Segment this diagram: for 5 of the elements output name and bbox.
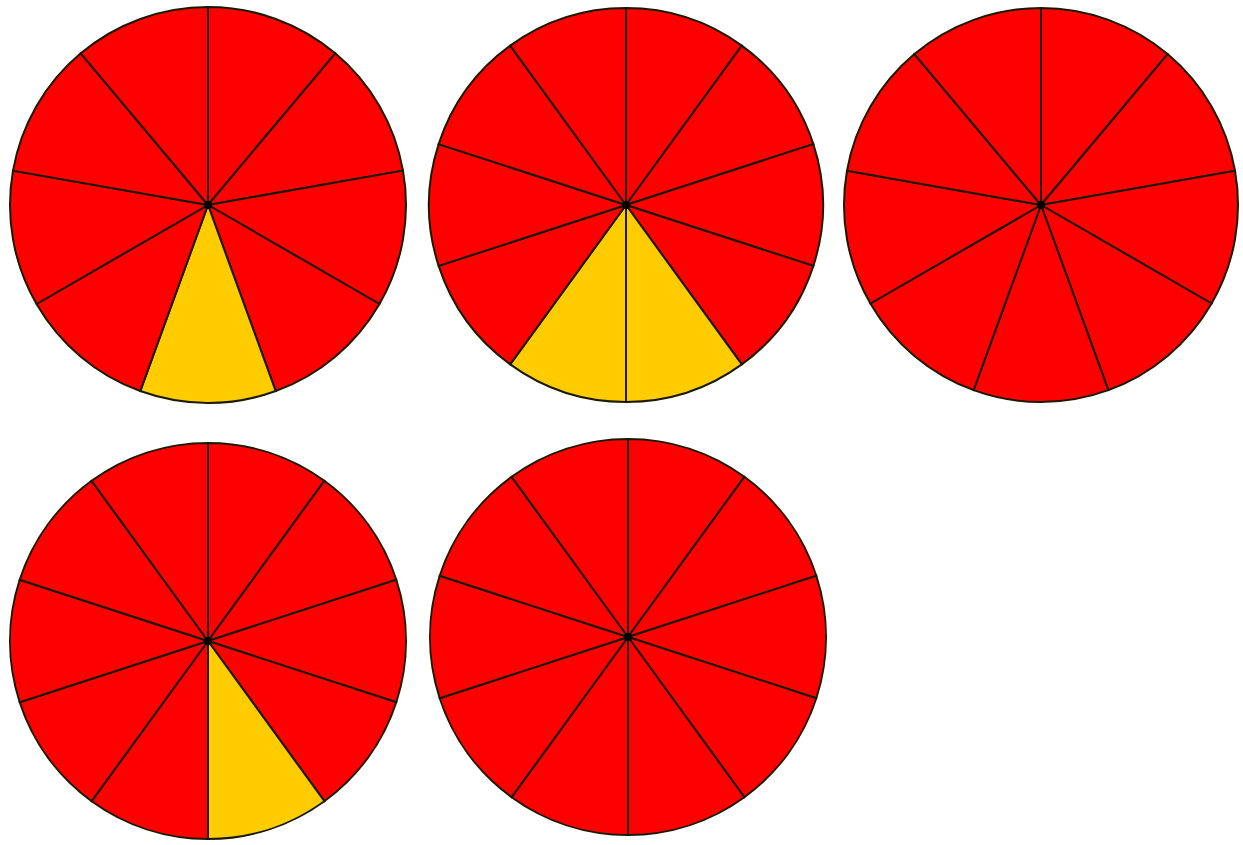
divided-circle-drawing — [8, 5, 408, 405]
divided-circle-drawing — [427, 6, 825, 404]
divided-circle-drawing — [842, 6, 1240, 404]
divided-circle-drawing — [428, 437, 828, 837]
divided-circle-drawing — [8, 441, 408, 841]
